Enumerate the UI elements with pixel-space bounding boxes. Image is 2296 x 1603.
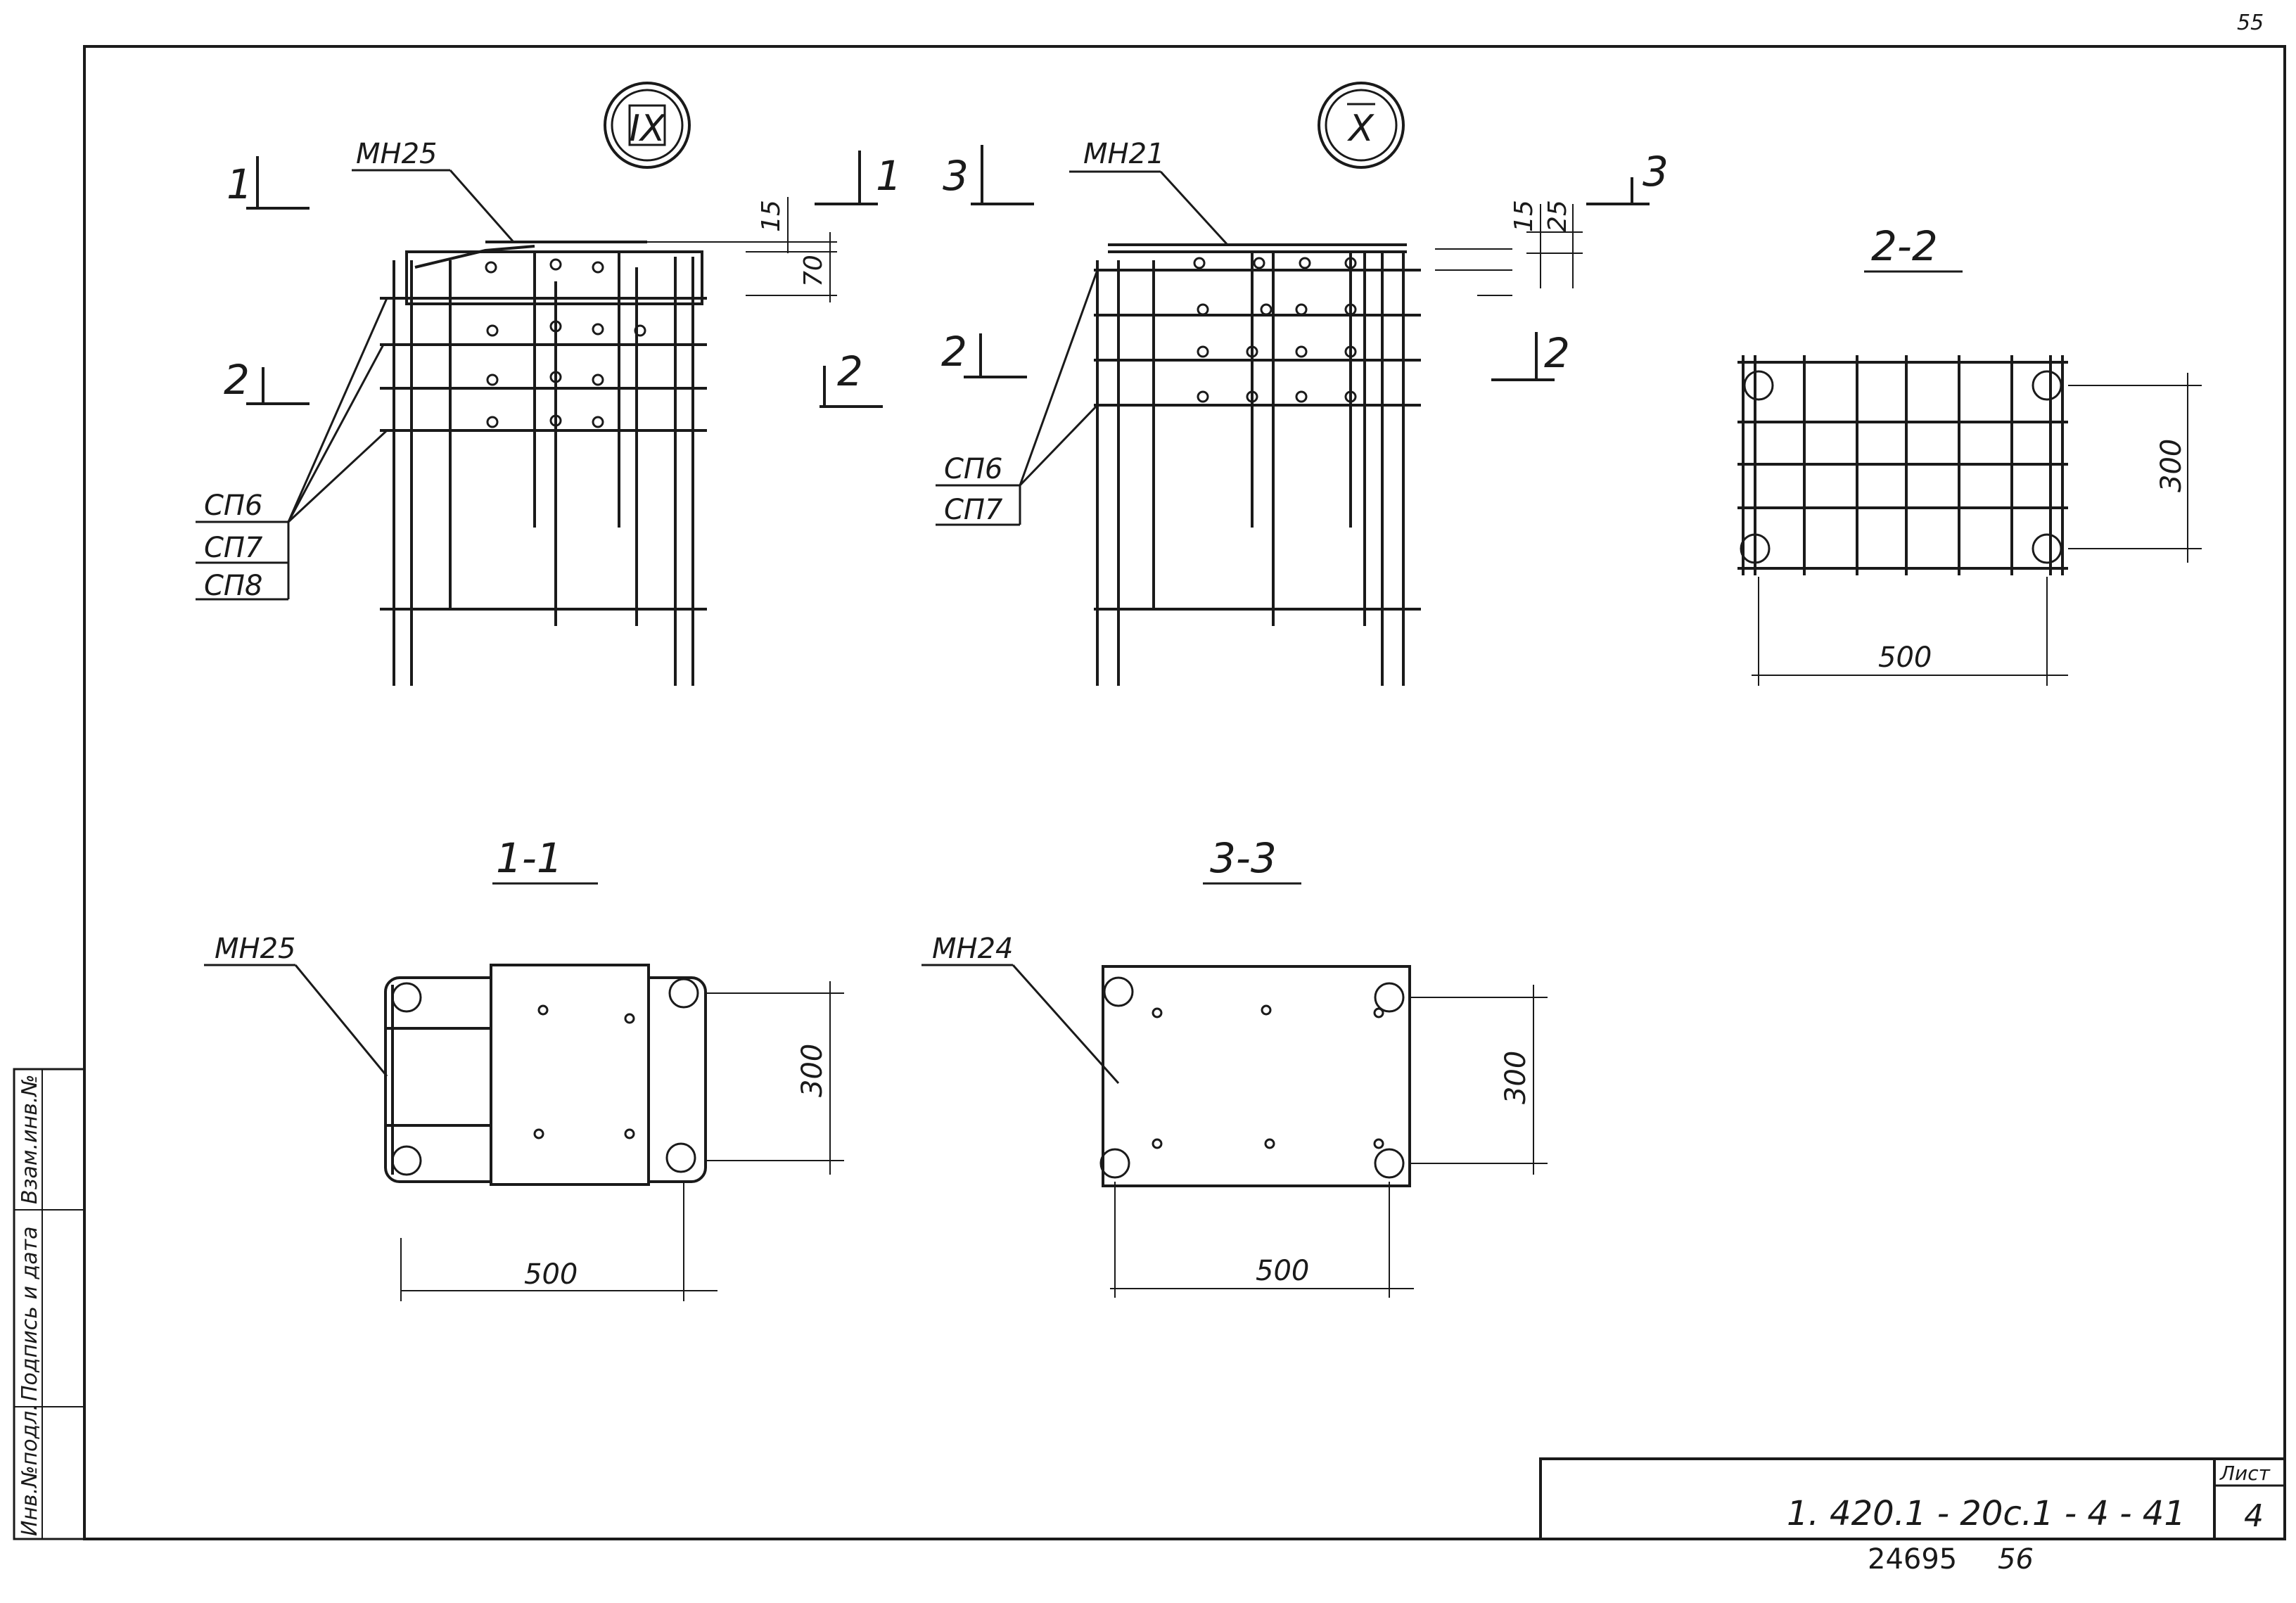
view-marker-x: X xyxy=(1346,108,1375,150)
sheet-number: 4 xyxy=(2244,1498,2264,1534)
section-1-1: 1-1 300 500 МН25 xyxy=(204,834,844,1301)
dim-25-x: 25 xyxy=(1543,200,1572,232)
label-mn21: МН21 xyxy=(1083,138,1165,170)
side-stamp: Инв.№подл. Подпись и дата Взам.инв.№ xyxy=(13,1068,86,1540)
cut-1-left: 1 xyxy=(227,160,253,208)
sheet-frame xyxy=(83,45,2286,1540)
dim-70-ix: 70 xyxy=(799,255,828,287)
dim-300-2-2: 300 xyxy=(2155,439,2188,492)
page-corner-number: 55 xyxy=(2237,11,2264,35)
label-sp7-ix: СП7 xyxy=(204,532,263,564)
cut-2-left-x: 2 xyxy=(941,328,967,376)
cut-3-left: 3 xyxy=(943,152,969,200)
cut-1-right: 1 xyxy=(876,152,902,200)
stamp-replace-inv: Взам.инв.№ xyxy=(18,1074,42,1204)
title-section-1-1: 1-1 xyxy=(496,834,563,882)
dim-500-3-3: 500 xyxy=(1256,1255,1309,1287)
view-ix: IX 1 1 2 2 xyxy=(196,82,902,686)
label-mn25-top: МН25 xyxy=(356,138,438,170)
dim-15-x: 15 xyxy=(1510,200,1538,232)
title-section-2-2: 2-2 xyxy=(1871,222,1938,270)
label-sp7-x: СП7 xyxy=(944,494,1003,526)
archive-number: 24695 xyxy=(1868,1543,1957,1576)
section-3-3: 3-3 300 500 МН24 xyxy=(921,834,1548,1298)
title-block: 1. 420.1 - 20с.1 - 4 - 41 Лист 4 xyxy=(1539,1457,2286,1540)
label-sp8-ix: СП8 xyxy=(204,570,262,602)
footer-page: 56 xyxy=(1998,1543,2034,1576)
section-2-2: 2-2 300 xyxy=(1737,222,2202,686)
view-marker-ix: IX xyxy=(630,108,666,150)
label-sp6-ix: СП6 xyxy=(204,490,262,522)
dim-15-ix: 15 xyxy=(757,200,786,232)
dim-500-2-2: 500 xyxy=(1878,641,1932,674)
label-sp6-x: СП6 xyxy=(944,453,1002,485)
cut-2-left: 2 xyxy=(224,356,250,404)
dim-500-1-1: 500 xyxy=(524,1258,578,1291)
dim-300-3-3: 300 xyxy=(1500,1051,1532,1104)
view-x: X 3 3 2 2 xyxy=(936,82,1669,686)
cut-3-right: 3 xyxy=(1643,148,1669,196)
label-mn24: МН24 xyxy=(932,933,1014,965)
sheet-label: Лист xyxy=(2219,1462,2271,1485)
dim-300-1-1: 300 xyxy=(796,1044,829,1097)
cut-2-right-x: 2 xyxy=(1544,329,1570,377)
stamp-signature-date: Подпись и дата xyxy=(18,1227,42,1402)
drawing-code: 1. 420.1 - 20с.1 - 4 - 41 xyxy=(1787,1494,2186,1533)
stamp-inv-no: Инв.№подл. xyxy=(18,1404,42,1536)
cut-2-right: 2 xyxy=(837,347,863,395)
title-section-3-3: 3-3 xyxy=(1210,834,1277,882)
label-mn25-plan: МН25 xyxy=(215,933,296,965)
